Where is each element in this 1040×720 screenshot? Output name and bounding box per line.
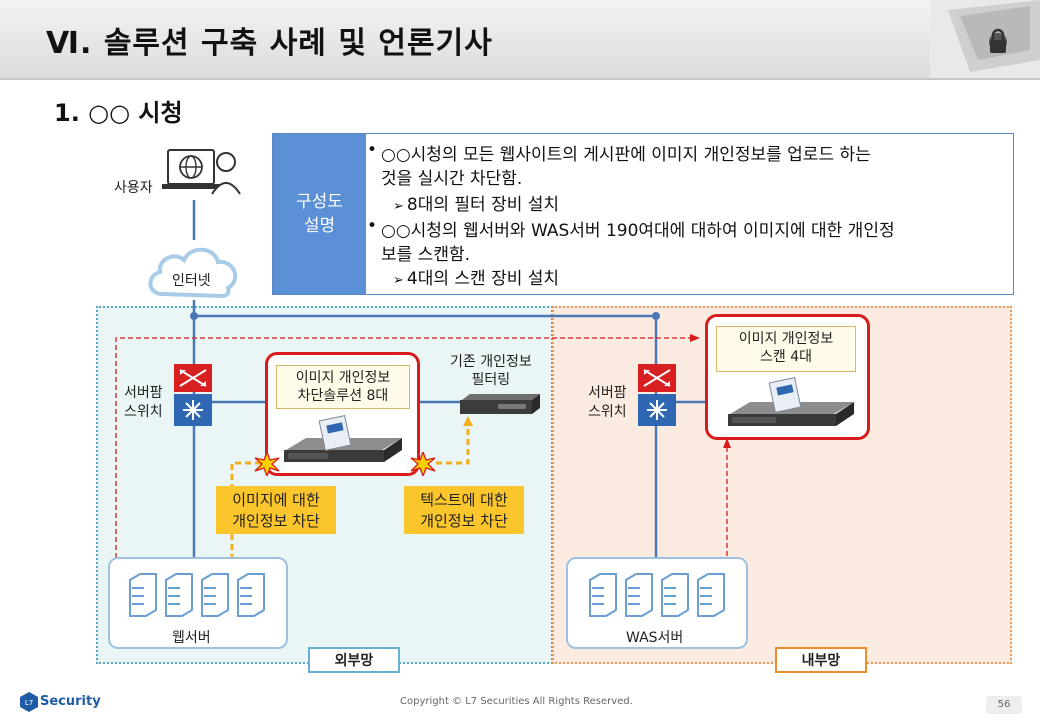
sub-item-2: ➢4대의 스캔 장비 설치	[393, 269, 560, 289]
block-burst-icon	[254, 452, 280, 476]
legacy-filter-appliance-icon	[460, 394, 540, 414]
filter-solution-label: 이미지 개인정보 차단솔루션 8대	[276, 365, 410, 409]
switch-right-label: 서버팜 스위치	[588, 385, 627, 420]
user-pc-icon	[162, 149, 241, 195]
junction-dot	[190, 312, 198, 320]
bullet-item-2: • ○○시청의 웹서버와 WAS서버 190여대에 대하여 이미지에 대한 개인…	[367, 216, 895, 241]
server-farm-switch-icon	[638, 364, 676, 426]
bullet-item-2-cont: 보를 스캔함.	[381, 245, 471, 265]
description-label: 구성도 설명	[296, 192, 343, 236]
copyright: Copyright © L7 Securities All Rights Res…	[400, 696, 633, 707]
filter-appliance-icon	[284, 415, 402, 462]
page-title: Ⅵ. 솔루션 구축 사례 및 언론기사	[46, 26, 493, 61]
bullet-item-1-cont: 것을 실시간 차단함.	[381, 169, 523, 189]
internal-zone-tag: 내부망	[775, 647, 867, 673]
section-title: 1. ○○ 시청	[54, 99, 183, 127]
internet-cloud-icon	[148, 247, 238, 299]
user-label: 사용자	[114, 180, 153, 196]
scan-appliance-icon	[728, 377, 854, 426]
description-box: 구성도 설명 • ○○시청의 모든 웹사이트의 게시판에 이미지 개인정보를 업…	[272, 133, 1014, 295]
scan-path-line	[115, 337, 690, 558]
was-server-rack-icons	[589, 573, 725, 617]
l7-logo-icon: L7	[20, 692, 38, 712]
arrow-head-icon	[723, 438, 731, 448]
arrow-bullet-icon: ➢	[393, 199, 404, 214]
logo-text: Security	[40, 694, 101, 709]
sub-item-1: ➢8대의 필터 장비 설치	[393, 195, 560, 215]
scan-solution-label: 이미지 개인정보 스캔 4대	[716, 326, 856, 372]
svg-text:L7: L7	[25, 699, 33, 707]
image-block-label: 이미지에 대한 개인정보 차단	[216, 486, 336, 534]
bullet-dot: •	[367, 140, 378, 160]
description-label-cell: 구성도 설명	[273, 134, 366, 294]
block-burst-icon	[410, 452, 436, 476]
legacy-filter-label: 기존 개인정보 필터링	[450, 354, 532, 388]
arrow-head-icon	[463, 416, 473, 426]
was-server-label: WAS서버	[626, 630, 684, 646]
switch-left-label: 서버팜 스위치	[124, 385, 163, 420]
internet-label: 인터넷	[172, 273, 211, 289]
web-server-label: 웹서버	[172, 630, 211, 646]
web-server-rack-icons	[129, 573, 265, 617]
bullet-item-1: • ○○시청의 모든 웹사이트의 게시판에 이미지 개인정보를 업로드 하는	[367, 140, 871, 165]
arrow-bullet-icon: ➢	[393, 273, 404, 288]
server-farm-switch-icon	[174, 364, 212, 426]
laptop-lock-photo	[930, 0, 1040, 78]
arrow-head-icon	[690, 334, 700, 342]
page-number: 56	[986, 696, 1022, 714]
junction-dot	[652, 312, 660, 320]
external-zone-tag: 외부망	[308, 647, 400, 673]
text-block-path	[436, 424, 470, 465]
header-band	[0, 0, 1040, 80]
bullet-dot: •	[367, 216, 378, 236]
text-block-label: 텍스트에 대한 개인정보 차단	[404, 486, 524, 534]
